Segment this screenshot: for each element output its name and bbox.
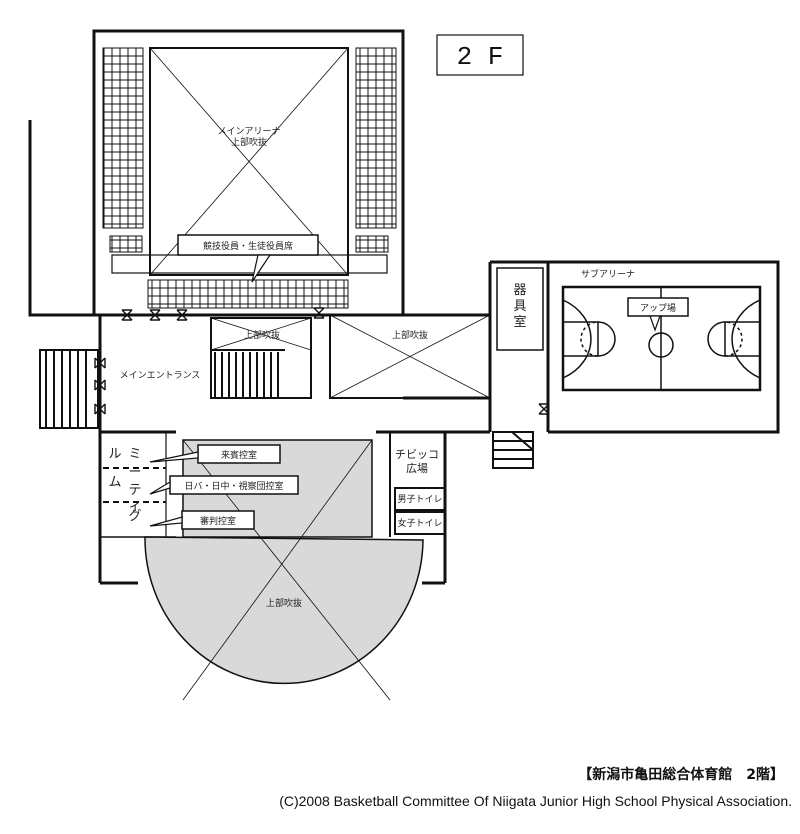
stairs-entrance — [39, 349, 99, 429]
svg-text:ー: ー — [128, 465, 141, 480]
meeting-room-label: ル ム ミ ー テ ィ グ — [108, 447, 141, 524]
svg-text:ル: ル — [108, 447, 121, 462]
door-markers — [94, 307, 550, 415]
callout-guest-room: 来賓控室 — [149, 444, 281, 464]
svg-text:来賓控室: 来賓控室 — [221, 449, 257, 461]
main-arena — [92, 29, 405, 317]
floor-label: 2 F — [436, 34, 524, 76]
svg-text:審判控室: 審判控室 — [200, 515, 236, 527]
room-label-sub-arena: サブアリーナ — [581, 268, 635, 280]
svg-text:アップ場: アップ場 — [640, 302, 676, 314]
svg-text:テ: テ — [128, 483, 141, 498]
callout-official-seats: 競技役員・生徒役員席 — [177, 234, 319, 283]
void-small — [210, 317, 312, 399]
basketball-court — [561, 285, 762, 392]
room-label-main-arena: メインアリーナ上部吹抜 — [217, 126, 280, 148]
svg-text:ム: ム — [108, 475, 121, 490]
svg-text:グ: グ — [128, 509, 141, 524]
callout-warmup: アップ場 — [627, 297, 689, 332]
void-mid — [329, 314, 491, 399]
svg-text:具: 具 — [513, 299, 526, 314]
seating-blocks — [102, 47, 397, 309]
stairs-sub — [492, 431, 534, 469]
room-label-void-small: 上部吹抜 — [244, 329, 280, 341]
room-label-void-round: 上部吹抜 — [266, 597, 302, 609]
svg-text:日バ・日中・視察団控室: 日バ・日中・視察団控室 — [184, 480, 283, 492]
svg-text:ミ: ミ — [128, 447, 141, 462]
map-caption: 【新潟市亀田総合体育館 2階】 — [578, 767, 784, 783]
svg-text:器: 器 — [513, 283, 526, 298]
svg-text:競技役員・生徒役員席: 競技役員・生徒役員席 — [203, 240, 293, 252]
equipment-room: 器 具 室 — [496, 267, 544, 351]
svg-text:室: 室 — [513, 314, 526, 330]
room-label-main-entrance: メインエントランス — [120, 370, 201, 381]
room-label-mens-toilet: 男子トイレ — [397, 494, 442, 505]
svg-text:ィ: ィ — [128, 499, 141, 514]
room-label-kids-plaza: チビッコ広場 — [395, 448, 439, 475]
copyright-credit: (C)2008 Basketball Committee Of Niigata … — [279, 793, 792, 809]
svg-text:2 F: 2 F — [457, 42, 504, 72]
room-label-womens-toilet: 女子トイレ — [397, 517, 442, 529]
kids-plaza — [389, 432, 446, 537]
room-label-void-mid: 上部吹抜 — [392, 329, 428, 341]
callout-federation-room: 日バ・日中・視察団控室 — [149, 475, 299, 495]
callout-referee-room: 審判控室 — [149, 510, 255, 530]
